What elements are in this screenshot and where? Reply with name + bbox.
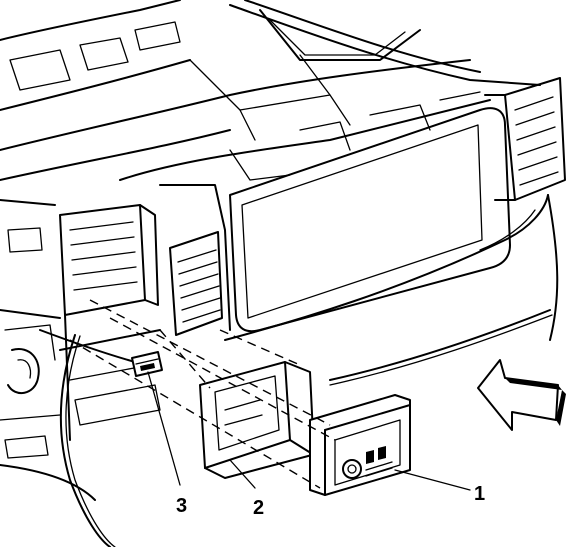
dashboard-center (119, 91, 491, 331)
glove-box-door (229, 107, 511, 333)
installation-guide-lines (69, 299, 336, 489)
callout-label-1: 1 (474, 483, 485, 505)
mounting-bracket (199, 361, 315, 479)
callout-label-3: 3 (176, 495, 187, 517)
lower-dash-panel (224, 194, 559, 386)
dashboard-upper (0, 0, 541, 181)
electrical-connector (131, 351, 163, 377)
left-air-vent (59, 204, 159, 316)
right-air-vent (484, 77, 566, 201)
wire-harness (39, 329, 136, 547)
control-module (309, 394, 411, 496)
callout-label-2: 2 (253, 497, 264, 519)
direction-arrow-icon (477, 359, 566, 431)
center-air-vent (169, 231, 223, 336)
callout-leaders (147, 371, 471, 491)
dash-cavity (0, 199, 161, 501)
